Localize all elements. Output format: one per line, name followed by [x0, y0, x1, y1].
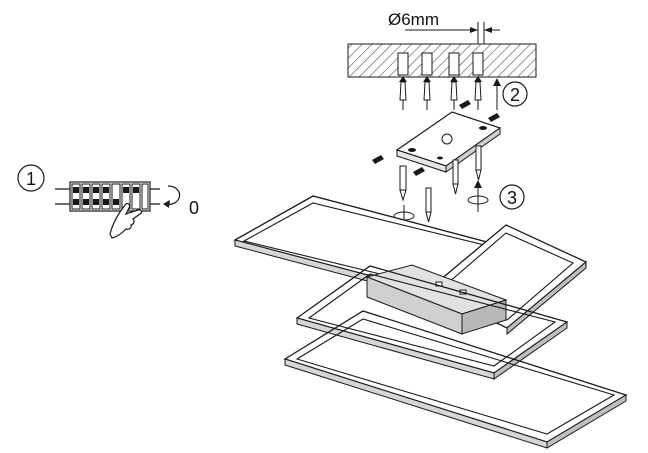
step-3-group: 3	[372, 100, 525, 230]
bracket-screws	[372, 100, 500, 176]
step-3-circle	[499, 184, 525, 210]
step-1-marker: 1	[17, 164, 45, 192]
rotate-arrowhead-icon	[163, 200, 170, 208]
step-2-number: 2	[510, 85, 520, 105]
insert-up-arrowhead	[493, 78, 501, 86]
step-3-marker: 3	[499, 184, 525, 210]
ceiling-hatch	[347, 43, 537, 78]
dimension-callout: Ø6mm	[388, 10, 500, 44]
bracket-screw-2	[488, 113, 500, 122]
bracket-screw-3	[372, 155, 384, 164]
step-3-number: 3	[507, 188, 517, 208]
switch-off-label: 0	[189, 198, 199, 218]
bracket-screw-1	[459, 100, 471, 109]
step-2-marker: 2	[502, 81, 528, 107]
drill-hole-4	[472, 52, 484, 76]
ceiling-lamp	[233, 195, 628, 449]
step-1-circle	[17, 164, 45, 192]
breaker-switches	[71, 183, 149, 210]
step-1-number: 1	[26, 169, 36, 189]
rotate-off-arrow-icon	[166, 185, 181, 205]
wall-plugs	[399, 76, 482, 110]
step-1-group: 1	[17, 164, 199, 239]
ceiling-group: Ø6mm	[347, 10, 537, 78]
long-screws	[399, 145, 482, 223]
bracket-screw-4	[413, 167, 425, 176]
drill-diameter-label: Ø6mm	[388, 10, 439, 29]
drill-hole-2	[421, 52, 433, 76]
drill-hole-3	[448, 52, 460, 76]
step-2-group: 2	[399, 76, 528, 110]
circuit-breaker-panel	[55, 181, 160, 212]
lamp-driver-box	[365, 264, 508, 335]
drill-hole-1	[397, 52, 409, 76]
hand-icon	[109, 202, 143, 239]
step-2-circle	[502, 81, 528, 107]
lamp-frame-front	[283, 310, 628, 449]
mounting-bracket	[395, 111, 502, 173]
bracket-center-hole	[441, 133, 453, 145]
